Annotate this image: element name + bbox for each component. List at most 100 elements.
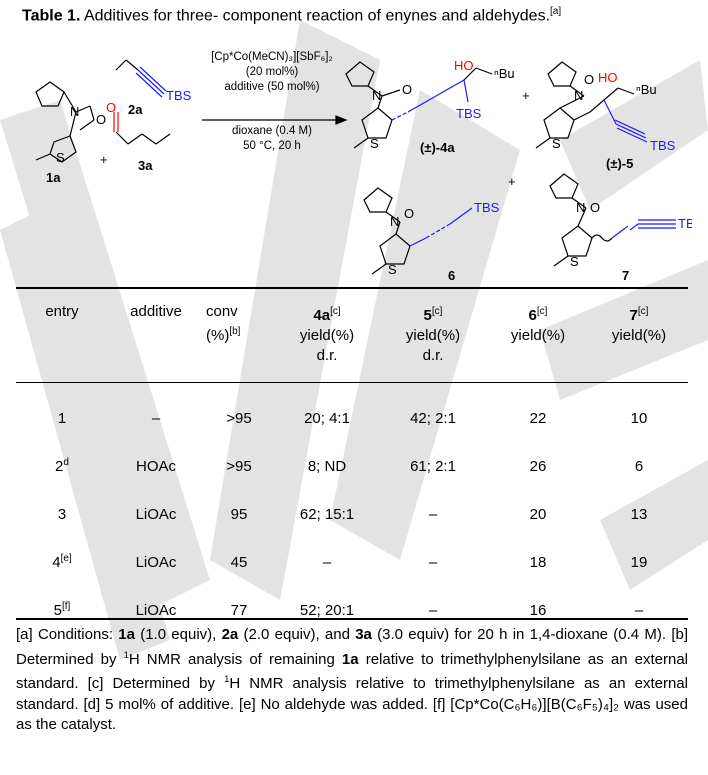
atom-s-6: S	[388, 262, 397, 277]
cell-additive: –	[151, 409, 161, 427]
footnote-a: [a] Conditions: 1a (1.0 equiv), 2a (2.0 …	[16, 626, 672, 643]
atom-n-6: N	[390, 214, 399, 229]
cell-6: 20	[529, 505, 547, 523]
table-row: 3 LiOAc 95 62; 15:1 – 20 13	[16, 490, 688, 538]
condition-temp-time: 50 °C, 20 h	[243, 140, 301, 152]
condition-catalyst: [Cp*Co(MeCN)₃][SbF₆]₂	[211, 51, 333, 63]
cell-additive: LiOAc	[135, 553, 177, 571]
label-1a: 1a	[46, 170, 61, 185]
atom-n-5: N	[574, 88, 583, 103]
table-title-ref: [a]	[550, 6, 562, 17]
cell-5: 42; 2:1	[410, 409, 456, 427]
cell-7: –	[634, 601, 644, 619]
structure-1a	[35, 81, 95, 163]
atom-nbu-5: ⁿBu	[636, 82, 657, 97]
cell-4a: –	[322, 553, 332, 571]
atom-ho-4a: HO	[454, 58, 474, 73]
atom-tbs-7: TBS	[678, 216, 692, 231]
cell-entry: 1	[57, 410, 67, 427]
cell-4a: 20; 4:1	[304, 409, 350, 427]
atom-nbu-4a: ⁿBu	[494, 66, 515, 81]
table-row: 1 – >95 20; 4:1 42; 2:1 22 10	[16, 394, 688, 442]
atom-ho-5: HO	[598, 70, 618, 85]
table-bottom-rule	[16, 618, 688, 620]
conditions-above-arrow: [Cp*Co(MeCN)₃][SbF₆]₂ (20 mol%) additive…	[196, 50, 348, 95]
cell-6: 22	[529, 409, 547, 427]
cell-7: 13	[630, 505, 648, 523]
cell-7: 19	[630, 553, 648, 571]
cell-4a: 52; 20:1	[299, 601, 355, 619]
footnote-e: [e] No aldehyde was added.	[238, 695, 433, 713]
atom-o-1a: O	[96, 112, 106, 127]
header-conv: conv (%)[b]	[206, 303, 241, 344]
atom-o-3a: O	[106, 100, 116, 115]
cell-4a: 62; 15:1	[299, 505, 355, 523]
cell-6: 26	[529, 457, 547, 475]
atom-o-4a: O	[402, 82, 412, 97]
cell-4a: 8; ND	[307, 457, 347, 475]
header-6: 6[c] yield(%)	[510, 306, 566, 344]
table-footnotes: [a] Conditions: 1a (1.0 equiv), 2a (2.0 …	[16, 625, 688, 736]
table-row: 4[e] LiOAc 45 – – 18 19	[16, 538, 688, 586]
atom-o-6: O	[404, 206, 414, 221]
condition-solvent: dioxane (0.4 M)	[232, 125, 312, 137]
conditions-below-arrow: dioxane (0.4 M) 50 °C, 20 h	[196, 124, 348, 154]
atom-tbs-4a: TBS	[456, 106, 482, 121]
atom-n-1a: N	[70, 104, 79, 119]
atom-s-7: S	[570, 254, 579, 269]
atom-s-1a: S	[56, 150, 65, 165]
header-additive: additive	[130, 303, 182, 320]
label-7: 7	[622, 268, 629, 283]
atom-tbs-6: TBS	[474, 200, 500, 215]
cell-entry: 2d	[55, 457, 69, 475]
structure-7	[549, 173, 676, 267]
header-entry: entry	[45, 303, 79, 320]
cell-6: 18	[529, 553, 547, 571]
cell-additive: LiOAc	[135, 505, 177, 523]
cell-5: 61; 2:1	[410, 457, 456, 475]
table-title-label: Table 1.	[22, 7, 81, 25]
cell-7: 10	[630, 409, 648, 427]
cell-conv: 95	[230, 505, 248, 523]
label-6: 6	[448, 268, 455, 283]
atom-tbs-2a: TBS	[166, 88, 192, 103]
cell-conv: >95	[226, 457, 252, 475]
atom-o-5: O	[584, 72, 594, 87]
structure-6	[363, 187, 473, 275]
cell-6: 16	[529, 601, 547, 619]
table-title: Table 1. Additives for three- component …	[22, 6, 561, 25]
label-4a: (±)-4a	[420, 140, 455, 155]
plus-products-1: +	[522, 88, 530, 103]
cell-5: –	[428, 601, 438, 619]
cell-5: –	[428, 553, 438, 571]
cell-entry: 4[e]	[52, 553, 72, 571]
atom-o-7: O	[590, 200, 600, 215]
atom-s-5: S	[552, 136, 561, 151]
footnote-d: [d] 5 mol% of additive.	[83, 695, 239, 713]
results-table: entry additive conv (%)[b] 4a[c] yield(%…	[16, 292, 688, 634]
atom-n-4a: N	[372, 88, 381, 103]
table-title-text: Additives for three- component reaction …	[80, 7, 551, 25]
structure-2a	[115, 59, 167, 98]
condition-loading: (20 mol%)	[245, 66, 299, 78]
structure-4a	[345, 61, 493, 149]
atom-tbs-5: TBS	[650, 138, 676, 153]
label-2a: 2a	[128, 102, 143, 117]
atom-n-7: N	[576, 200, 585, 215]
cell-conv: >95	[226, 409, 252, 427]
header-7: 7[c] yield(%)	[611, 306, 667, 344]
header-4a: 4a[c] yield(%) d.r.	[299, 306, 355, 364]
condition-additive: additive (50 mol%)	[224, 81, 320, 93]
cell-conv: 77	[230, 601, 248, 619]
plus-reactants: +	[100, 152, 108, 167]
table-row: 2d HOAc >95 8; ND 61; 2:1 26 6	[16, 442, 688, 490]
label-3a: 3a	[138, 158, 153, 173]
header-5: 5[c] yield(%) d.r.	[405, 306, 461, 364]
label-5: (±)-5	[606, 156, 633, 171]
footnote-f: [f] [Cp*Co(C₆H₆)][B(C₆F₅)₄]₂ was used as…	[16, 695, 688, 734]
footnote-c: [c] Determined by 1H NMR analysis relati…	[16, 674, 688, 713]
cell-additive: HOAc	[135, 457, 176, 475]
table-top-rule	[16, 287, 688, 289]
cell-5: –	[428, 505, 438, 523]
